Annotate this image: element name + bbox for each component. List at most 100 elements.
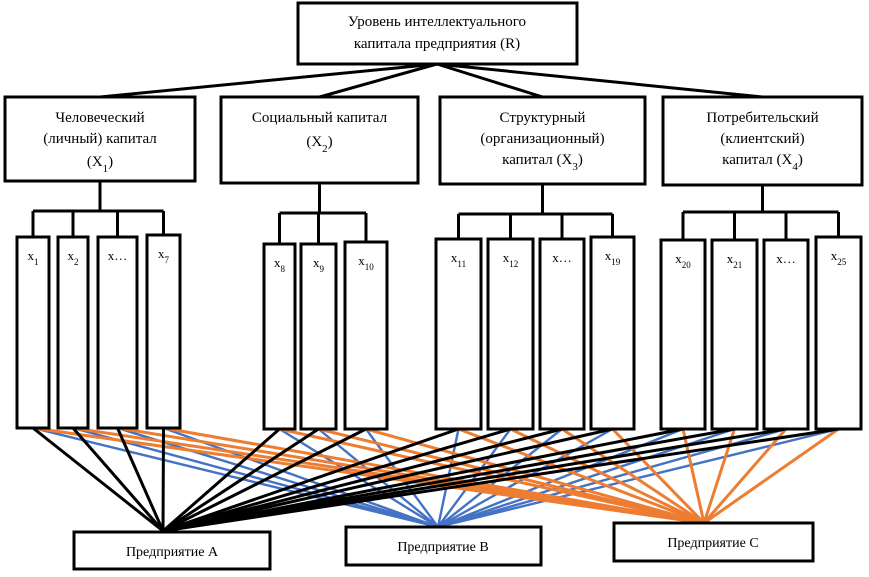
indicator-box: [262, 242, 297, 431]
indicator-label: x25: [831, 248, 847, 267]
link-a-6: [162, 427, 367, 533]
category-label-line: капитал (X3): [502, 152, 583, 173]
indicator-label: x10: [358, 253, 374, 272]
category-code: (X: [553, 152, 573, 168]
link-a-10: [162, 427, 613, 533]
indicator-node-14: x…: [762, 238, 810, 431]
indicator-node-4: x7: [145, 233, 182, 430]
indicator-node-10: x…: [538, 237, 586, 431]
enterprise-label: Предприятие С: [667, 536, 758, 551]
indicator-box: [343, 240, 389, 431]
indicator-label: x…: [776, 251, 796, 266]
indicator-box: [814, 235, 863, 431]
enterprise-box: [344, 525, 543, 567]
category-label-line: (клиентский): [720, 131, 804, 147]
indicator-label: x11: [451, 250, 466, 269]
link-c-10: [611, 427, 706, 525]
link-a-8: [162, 427, 511, 533]
enterprise-node-a: Предприятие А: [72, 530, 272, 571]
indicator-box: [434, 237, 483, 431]
indicator-box: [299, 242, 338, 431]
tree-connectors: [31, 62, 840, 244]
link-a-1: [71, 427, 165, 532]
link-a-2: [116, 427, 165, 532]
indicator-label: x2: [68, 248, 79, 267]
link-a-9: [162, 427, 563, 533]
connector-top-to-category-4: [436, 62, 763, 99]
indicator-node-15: x25: [814, 235, 863, 431]
category-box: [661, 95, 864, 187]
indicator-box: [538, 237, 586, 431]
connector-top-to-category-2: [319, 62, 438, 99]
link-b-3: [163, 426, 439, 529]
category-label-line: Потребительский: [706, 110, 818, 126]
category-label-line: (организационный): [480, 131, 604, 147]
enterprise-box: [72, 530, 272, 571]
link-a-7: [162, 427, 459, 533]
category-label-line: Социальный капитал: [252, 110, 388, 126]
link-b-1: [72, 426, 439, 529]
enterprise-links: [32, 426, 840, 533]
indicator-label: x…: [108, 248, 128, 263]
enterprise-label: Предприятие А: [126, 545, 219, 560]
category-code-end: ): [798, 152, 803, 168]
indicator-node-7: x10: [343, 240, 389, 431]
link-c-13: [702, 428, 788, 524]
category-label-line: (личный) капитал: [43, 131, 157, 147]
indicator-label: x7: [158, 246, 170, 265]
category-node-3: Структурный (организационный) капитал (X3): [438, 95, 647, 186]
category-box: [438, 95, 647, 186]
indicator-label: x1: [28, 248, 39, 267]
link-c-3: [163, 426, 705, 525]
indicator-node-11: x19: [589, 235, 636, 431]
indicator-box: [659, 238, 707, 431]
connector-top-to-category-1: [99, 62, 438, 99]
category-code: (X2): [306, 134, 332, 155]
link-c-5: [318, 427, 705, 525]
indicator-box: [15, 235, 51, 430]
enterprise-node-b: Предприятие В: [344, 525, 543, 567]
indicator-node-2: x2: [56, 235, 90, 430]
indicator-box: [710, 238, 759, 431]
link-c-14: [703, 427, 840, 525]
top-node-line2: капитала предприятия (R): [354, 36, 520, 52]
link-a-0: [32, 426, 164, 533]
indicator-label: x20: [675, 251, 691, 270]
indicator-node-8: x11: [434, 237, 483, 431]
category-node-4: Потребительский (клиентский) капитал (X4): [661, 95, 864, 187]
category-label-line: капитал (X4): [722, 152, 803, 173]
indicator-node-12: x20: [659, 238, 707, 431]
indicator-box: [762, 238, 810, 431]
indicator-box: [589, 235, 636, 431]
link-a-4: [162, 427, 281, 533]
link-b-4: [278, 427, 439, 529]
category-box: [219, 95, 420, 185]
category-node-1: Человеческий(личный) капитал(X1): [3, 95, 197, 183]
indicator-node-5: x8: [262, 242, 297, 431]
indicator-node-1: x1: [15, 235, 51, 430]
indicator-box: [56, 235, 90, 430]
indicator-label: x8: [274, 255, 286, 274]
category-node-2: Социальный капитал (X2): [219, 95, 420, 185]
category-code: (X: [773, 152, 793, 168]
connector-top-to-category-3: [436, 62, 543, 99]
indicator-label: x12: [503, 250, 519, 269]
indicator-label: x…: [552, 250, 572, 265]
enterprise-box: [612, 521, 815, 563]
category-nodes: Человеческий(личный) капитал(X1)Социальн…: [3, 95, 864, 187]
indicator-box: [96, 235, 139, 430]
category-label-line: Структурный: [500, 110, 586, 126]
category-label-line: Человеческий: [55, 110, 144, 126]
link-a-5: [162, 427, 320, 533]
indicator-box: [486, 237, 535, 431]
enterprise-node-c: Предприятие С: [612, 521, 815, 563]
link-a-11: [162, 427, 684, 533]
indicator-node-9: x12: [486, 237, 535, 431]
top-node-line1: Уровень интеллектуального: [348, 14, 526, 30]
category-code-end: ): [578, 152, 583, 168]
top-node-box: [296, 1, 579, 66]
category-code-sub: 4: [792, 161, 798, 173]
indicator-node-13: x21: [710, 238, 759, 431]
enterprise-label: Предприятие В: [397, 540, 488, 555]
